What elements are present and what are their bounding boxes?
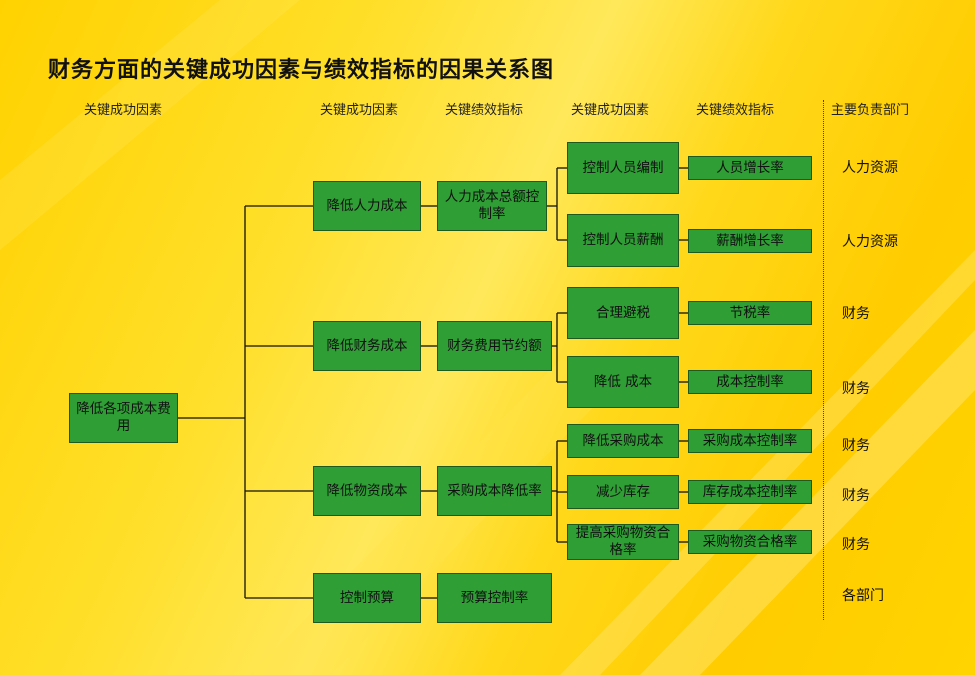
level3-node: 财务费用节约额 <box>437 321 552 371</box>
level3-node: 采购成本降低率 <box>437 466 552 516</box>
department-label: 财务 <box>842 537 870 553</box>
level2-node: 降低物资成本 <box>313 466 421 516</box>
level5-node: 库存成本控制率 <box>688 480 812 504</box>
level2-node: 降低财务成本 <box>313 321 421 371</box>
header-col4: 关键成功因素 <box>571 103 650 118</box>
level5-node: 采购物资合格率 <box>688 530 812 554</box>
level5-node: 薪酬增长率 <box>688 229 812 253</box>
header-col5: 关键绩效指标 <box>696 103 775 118</box>
header-col2: 关键成功因素 <box>320 103 399 118</box>
level4-node: 提高采购物资合格率 <box>567 524 679 560</box>
header-col3: 关键绩效指标 <box>445 103 524 118</box>
header-col1: 关键成功因素 <box>84 103 163 118</box>
level3-node: 人力成本总额控制率 <box>437 181 547 231</box>
department-label: 人力资源 <box>842 160 898 176</box>
level4-node: 降低 成本 <box>567 356 679 408</box>
level4-node: 控制人员薪酬 <box>567 214 679 267</box>
level5-node: 人员增长率 <box>688 156 812 180</box>
department-label: 财务 <box>842 488 870 504</box>
department-label: 人力资源 <box>842 234 898 250</box>
department-label: 财务 <box>842 438 870 454</box>
department-label: 财务 <box>842 306 870 322</box>
department-divider <box>823 100 824 620</box>
level3-node: 预算控制率 <box>437 573 552 623</box>
department-label: 财务 <box>842 381 870 397</box>
level5-node: 采购成本控制率 <box>688 429 812 453</box>
header-col6: 主要负责部门 <box>831 103 910 118</box>
level4-node: 控制人员编制 <box>567 142 679 194</box>
level2-node: 控制预算 <box>313 573 421 623</box>
department-label: 各部门 <box>842 588 884 604</box>
level4-node: 合理避税 <box>567 287 679 339</box>
root-node: 降低各项成本费用 <box>69 393 178 443</box>
level4-node: 减少库存 <box>567 475 679 509</box>
level2-node: 降低人力成本 <box>313 181 421 231</box>
level5-node: 节税率 <box>688 301 812 325</box>
page-title: 财务方面的关键成功因素与绩效指标的因果关系图 <box>48 58 555 83</box>
level5-node: 成本控制率 <box>688 370 812 394</box>
level4-node: 降低采购成本 <box>567 424 679 458</box>
